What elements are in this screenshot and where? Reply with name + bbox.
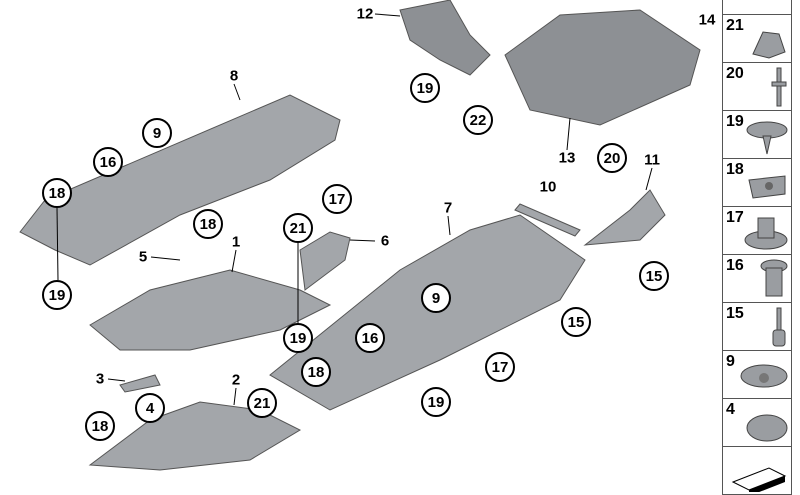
legend-number: 21 xyxy=(726,17,744,34)
legend-cell-15: 15 xyxy=(722,303,792,351)
legend-number: 19 xyxy=(726,113,744,130)
callout-21: 21 xyxy=(283,213,313,243)
callout-21: 21 xyxy=(247,388,277,418)
label-8: 8 xyxy=(229,67,239,85)
legend-number: 9 xyxy=(726,353,735,370)
underbody-panel-1 xyxy=(89,269,332,351)
legend-cell-18: 18 xyxy=(722,159,792,207)
legend-number: 15 xyxy=(726,305,744,322)
fastener-legend-panel: 21 20 19 18 17 16 15 9 4 xyxy=(722,0,792,495)
callout-18: 18 xyxy=(193,209,223,239)
parts-diagram xyxy=(19,0,701,471)
storage-tray-13 xyxy=(504,9,701,126)
wheelhouse-12 xyxy=(399,0,491,76)
label-10: 10 xyxy=(539,178,557,196)
bracket-6 xyxy=(299,231,351,291)
label-13: 13 xyxy=(558,149,576,167)
legend-number: 4 xyxy=(726,401,735,418)
label-1: 1 xyxy=(231,233,241,251)
label-12: 12 xyxy=(356,5,374,23)
callout-18: 18 xyxy=(42,178,72,208)
label-5: 5 xyxy=(138,248,148,266)
legend-cell-4: 4 xyxy=(722,399,792,447)
callout-4: 4 xyxy=(135,393,165,423)
callout-15: 15 xyxy=(561,307,591,337)
callout-15: 15 xyxy=(639,261,669,291)
quarter-turn-fastener-icon xyxy=(740,364,788,388)
callout-19: 19 xyxy=(421,387,451,417)
clip-nut-icon xyxy=(752,31,786,59)
legend-cell-top xyxy=(722,0,792,15)
strip-10 xyxy=(514,203,581,237)
bracket-11 xyxy=(583,189,666,246)
legend-cell-16: 16 xyxy=(722,255,792,303)
legend-number: 20 xyxy=(726,65,744,82)
callout-16: 16 xyxy=(93,147,123,177)
underbody-panel-7 xyxy=(269,214,586,411)
legend-cell-bottom xyxy=(722,447,792,495)
callout-20: 20 xyxy=(597,143,627,173)
callout-17: 17 xyxy=(322,184,352,214)
legend-number: 17 xyxy=(726,209,744,226)
legend-cell-19: 19 xyxy=(722,111,792,159)
expansion-nut-icon xyxy=(760,259,788,297)
rivet-icon xyxy=(771,67,787,107)
label-3: 3 xyxy=(95,370,105,388)
callout-9: 9 xyxy=(142,118,172,148)
plastic-rivet-icon xyxy=(772,307,786,347)
callout-18: 18 xyxy=(85,411,115,441)
legend-number: 16 xyxy=(726,257,744,274)
label-2: 2 xyxy=(231,371,241,389)
bracket-3 xyxy=(119,374,161,393)
legend-cell-9: 9 xyxy=(722,351,792,399)
callout-22: 22 xyxy=(463,105,493,135)
clip-disc-icon xyxy=(746,414,788,442)
callout-19: 19 xyxy=(283,323,313,353)
spring-nut-icon xyxy=(748,175,786,199)
hex-nut-washer-icon xyxy=(744,217,788,250)
legend-cell-20: 20 xyxy=(722,63,792,111)
callout-18: 18 xyxy=(301,357,331,387)
label-14: 14 xyxy=(698,11,716,29)
callout-16: 16 xyxy=(355,323,385,353)
label-7: 7 xyxy=(443,199,453,217)
callout-9: 9 xyxy=(421,283,451,313)
legend-number: 18 xyxy=(726,161,744,178)
callout-19: 19 xyxy=(42,280,72,310)
panel-symbol-icon xyxy=(731,467,787,492)
callout-17: 17 xyxy=(485,352,515,382)
underbody-panel-8 xyxy=(19,94,341,266)
legend-cell-21: 21 xyxy=(722,15,792,63)
label-6: 6 xyxy=(380,232,390,250)
label-11: 11 xyxy=(644,151,660,169)
legend-cell-17: 17 xyxy=(722,207,792,255)
callout-19: 19 xyxy=(410,73,440,103)
screw-washer-icon xyxy=(746,121,788,155)
